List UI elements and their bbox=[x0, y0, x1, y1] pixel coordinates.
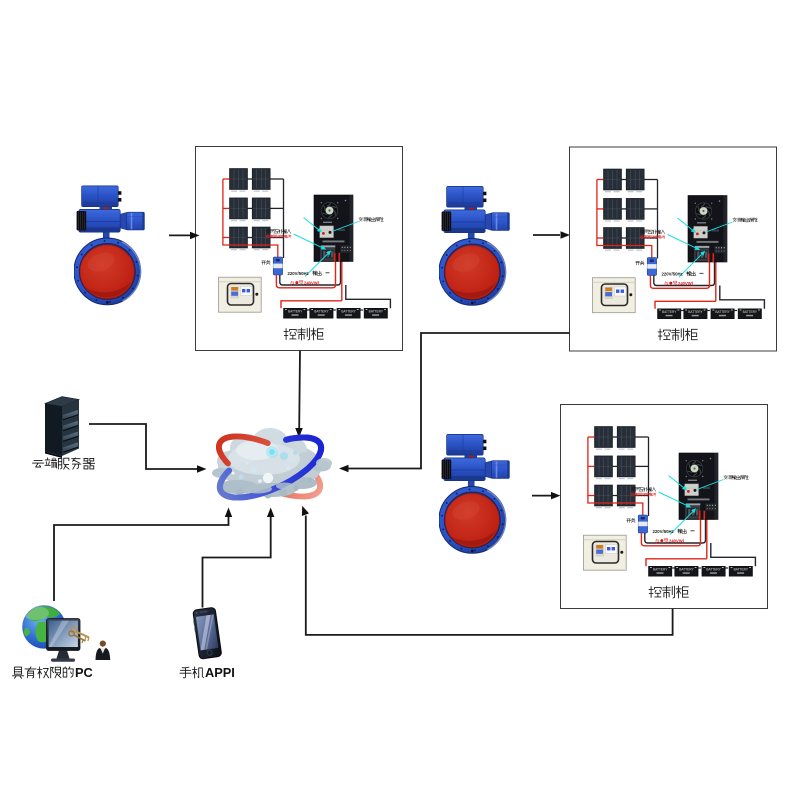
svg-text:APPI: APPI bbox=[205, 665, 235, 680]
svg-text:PC: PC bbox=[75, 665, 93, 680]
